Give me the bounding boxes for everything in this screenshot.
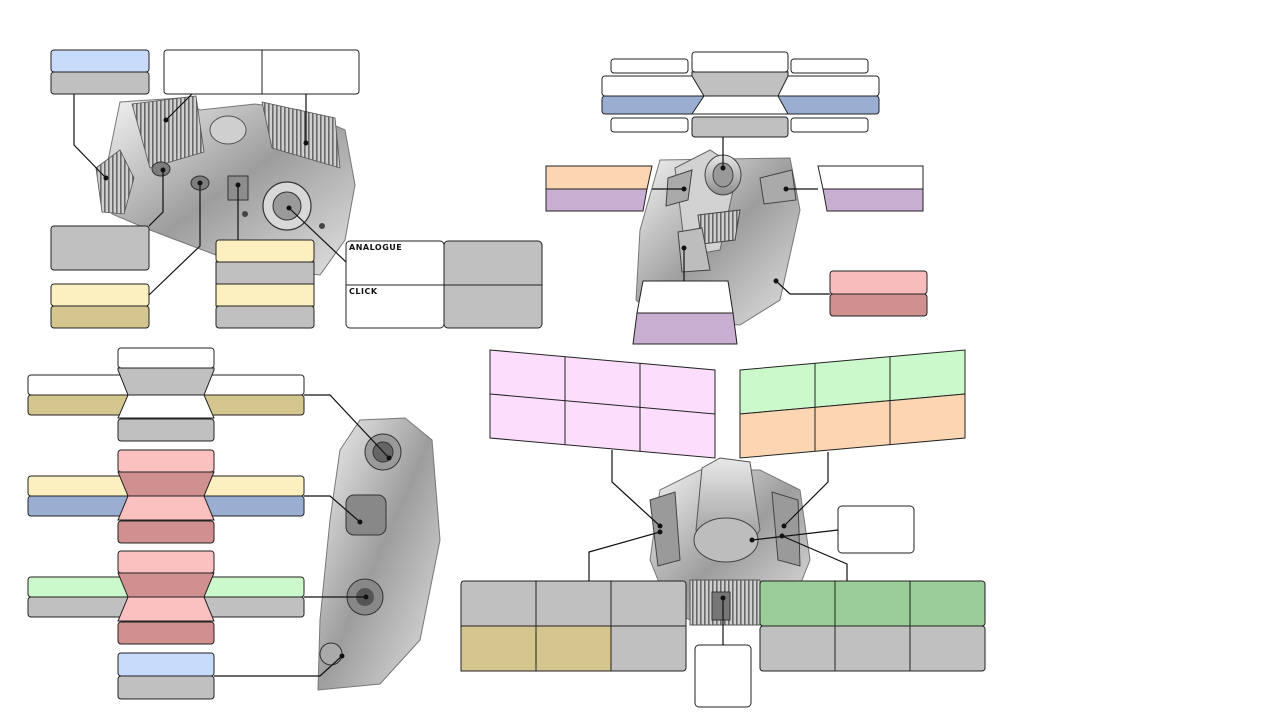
tl-leader-lines	[73, 93, 347, 296]
hat-side-boxes	[545, 165, 928, 345]
tl-leader-dots	[103, 117, 309, 211]
side-leader-dots	[339, 455, 392, 659]
jb-leader-lines	[588, 450, 848, 645]
jb-box-white-right	[837, 505, 915, 554]
tl-box-light-blue	[50, 49, 150, 95]
jb-leader-dots	[657, 523, 787, 601]
jb-box-white-bottom	[694, 644, 752, 708]
jb-grid-green-peach	[739, 349, 966, 459]
side-box-blue-gray	[117, 652, 215, 700]
side-group-2	[27, 449, 305, 544]
side-group-1	[27, 347, 305, 442]
click-label: CLICK	[349, 287, 378, 296]
side-group-3	[27, 550, 305, 645]
tl-box-gray	[50, 225, 150, 271]
throttle-top-device	[95, 95, 356, 276]
tl-box-yellow-khaki	[50, 283, 150, 329]
tl-box-stack-yellow-gray	[215, 239, 315, 329]
hat-leader-dots	[681, 165, 789, 284]
jb-grid-right-green	[759, 580, 986, 672]
hat-leader-lines	[652, 137, 830, 295]
tl-box-analogue-click: ANALOGUE CLICK	[345, 240, 543, 329]
side-leader-lines	[214, 394, 390, 677]
analogue-label: ANALOGUE	[349, 243, 402, 252]
jb-grid-left-gray	[460, 580, 687, 672]
throttle-side-device	[317, 417, 441, 691]
hat-switch-boxes	[601, 51, 880, 138]
tl-box-white-pair	[163, 49, 360, 95]
jb-grid-magenta	[489, 349, 716, 459]
